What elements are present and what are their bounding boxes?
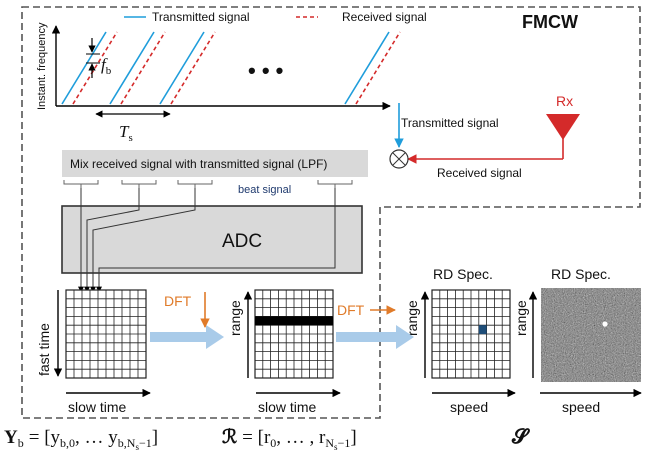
matrix-range — [254, 289, 334, 379]
rd-noise-spectrum — [541, 288, 641, 382]
rx-antenna-icon — [546, 114, 580, 140]
dft-label-1: DFT — [164, 293, 192, 309]
beat-brace-2 — [177, 180, 213, 188]
matrix-axes: fast time slow time range slow time rang… — [36, 290, 642, 415]
range-label-3: range — [513, 300, 529, 336]
ellipsis: • • • — [248, 58, 283, 83]
received-signal-label: Received signal — [437, 166, 522, 180]
chirp-transmitted-1 — [109, 31, 155, 105]
fb-label: fb — [101, 55, 112, 77]
range-label-2: range — [404, 300, 420, 336]
matrix-rd — [431, 289, 511, 379]
beat-brace-1 — [121, 180, 157, 188]
rx-antenna: Rx — [546, 93, 580, 159]
beat-braces — [63, 180, 353, 188]
adc-wire-1 — [84, 188, 140, 293]
chirp-received-2 — [170, 31, 216, 105]
beat-brace-0 — [63, 180, 99, 188]
adc-label: ADC — [222, 231, 262, 252]
equation-r: ℛ= [r0, … , rNs−1] — [222, 427, 357, 452]
target-peak — [602, 321, 608, 327]
dft-label-2: DFT — [337, 302, 365, 318]
speed-label-2: speed — [562, 399, 600, 415]
chirp-received-3 — [355, 31, 401, 105]
legend: Transmitted signal Received signal — [124, 10, 427, 24]
speed-label-1: speed — [450, 399, 488, 415]
equation-s: 𝓢 — [511, 426, 530, 448]
slow-time-label-1: slow time — [68, 399, 127, 415]
rd-title-2: RD Spec. — [551, 266, 611, 282]
mix-box-label: Mix received signal with transmitted sig… — [70, 157, 327, 171]
beat-signal-label: beat signal — [238, 184, 291, 196]
chirp-ylabel: Instant. frequency — [36, 22, 48, 110]
rd-title-1: RD Spec. — [433, 266, 493, 282]
adc-wire-3 — [96, 188, 336, 293]
adc-box — [61, 205, 363, 274]
flow-arrow-1 — [150, 325, 224, 349]
svg-text:Yb= [yb,0, … yb,Ns−1]: Yb= [yb,0, … yb,Ns−1] — [4, 427, 158, 452]
mixer-icon — [389, 149, 409, 169]
ts-label: Ts — [119, 122, 133, 144]
slow-time-label-2: slow time — [258, 399, 317, 415]
legend-transmitted-label: Transmitted signal — [152, 10, 250, 24]
equation-yb: Yb= [yb,0, … yb,Ns−1] — [4, 427, 158, 452]
legend-received-label: Received signal — [342, 10, 427, 24]
range-label-1: range — [227, 300, 243, 336]
rd-peak-cell — [478, 325, 487, 334]
chirp-transmitted-2 — [159, 31, 205, 105]
beat-brace-3 — [317, 180, 353, 188]
chirp-transmitted-0 — [61, 31, 107, 105]
fmcw-boundary — [21, 6, 641, 419]
mix-box — [62, 150, 368, 177]
range-bin-highlight — [255, 316, 333, 326]
transmitted-signal-label: Transmitted signal — [401, 116, 499, 130]
fast-time-label: fast time — [36, 323, 52, 376]
adc-wires — [78, 188, 336, 293]
chirp-plot: Instant. frequency fb Ts • • • — [36, 22, 401, 144]
chirp-lines — [61, 31, 401, 105]
adc-wire-2 — [90, 188, 196, 293]
rx-label: Rx — [556, 93, 573, 109]
chirp-received-1 — [120, 31, 166, 105]
svg-text:ℛ= [r0, … , rNs−1]: ℛ= [r0, … , rNs−1] — [222, 427, 357, 452]
fmcw-title: FMCW — [522, 12, 578, 32]
chirp-transmitted-3 — [344, 31, 390, 105]
flow-arrow-2 — [336, 325, 414, 349]
matrix-yb — [65, 289, 147, 379]
